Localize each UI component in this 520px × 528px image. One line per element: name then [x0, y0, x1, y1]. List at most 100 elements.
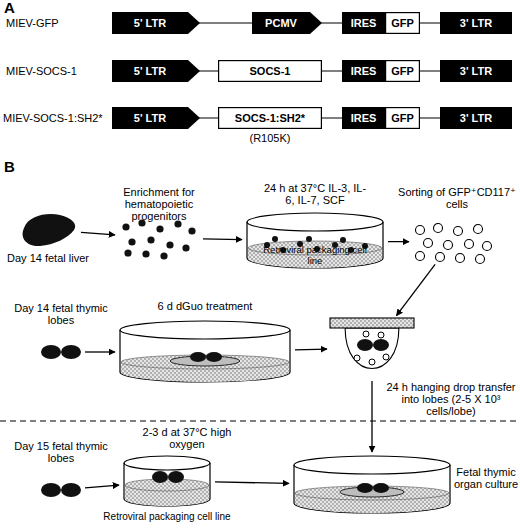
thymic-lobe	[168, 471, 184, 483]
node-caption: 6 d dGuo treatment	[150, 300, 260, 312]
cell-dot	[340, 237, 346, 243]
thymic-lobe	[206, 352, 222, 362]
culture-dish: 24 h at 37°C IL-3, IL-6, IL-7, SCFRetrov…	[245, 212, 385, 270]
sorted-cell	[416, 226, 425, 235]
progenitor-cell	[122, 223, 129, 230]
node-outline	[118, 218, 200, 258]
progenitor-cell	[166, 241, 173, 248]
node-outline	[118, 320, 292, 384]
flow-arrow	[203, 238, 242, 240]
ltr-element: 3' LTR	[440, 107, 512, 129]
hanging-drop: 24 h hanging drop transfer into lobes (2…	[330, 318, 414, 378]
sorted-cell	[378, 332, 384, 338]
element-name: 5' LTR	[112, 12, 188, 34]
sorted-cell	[476, 255, 485, 264]
node-outline	[122, 455, 212, 507]
cell-dot	[306, 236, 312, 242]
black-element	[440, 12, 512, 34]
node-caption: 2-3 d at 37°C high oxygen	[127, 426, 247, 450]
sorted-cells: Sorting of GFP⁺CD117⁺ cells	[412, 222, 492, 262]
progenitor-cell	[142, 250, 149, 257]
flow-arrow	[215, 482, 289, 483]
element-name: 5' LTR	[112, 107, 188, 129]
progenitor-cell	[182, 244, 189, 251]
arrow-element	[112, 107, 200, 129]
element-name: GFP	[385, 12, 420, 34]
ires-element: IRES	[342, 60, 385, 82]
liver-icon	[23, 214, 76, 246]
sorted-cell	[363, 331, 369, 337]
element-name: SOCS-1:SH2*	[218, 107, 322, 129]
element-name: SOCS-1	[218, 60, 322, 82]
arrow-element	[252, 12, 322, 34]
thymic-lobe	[357, 483, 373, 493]
sorted-cell	[444, 241, 453, 250]
sorted-cell	[474, 225, 483, 234]
dish-rim	[247, 213, 383, 231]
node-caption: Day 15 fetal thymic lobes	[8, 440, 114, 464]
sorted-cell	[424, 239, 433, 248]
construct-name: MIEV-GFP	[6, 16, 112, 30]
progenitor-cell	[128, 238, 135, 245]
ltr-element: 3' LTR	[440, 12, 512, 34]
node-caption: Day 14 fetal thymic lobes	[8, 302, 114, 326]
element-name: IRES	[342, 107, 385, 129]
construct-name: MIEV-SOCS-1:SH2*	[3, 111, 113, 125]
node-outline	[40, 342, 82, 362]
node-caption: 24 h at 37°C IL-3, IL-6, IL-7, SCF	[262, 182, 368, 206]
node-caption: Retroviral packaging cell line	[82, 511, 252, 522]
culture-dish: 6 d dGuo treatment	[118, 320, 292, 384]
node-outline	[330, 318, 414, 378]
white-element	[219, 108, 322, 129]
ires-element: IRES	[342, 12, 385, 34]
sorted-cell	[454, 227, 463, 236]
sorted-cell	[483, 242, 492, 251]
node-outline	[40, 480, 82, 500]
transduction-well: 2-3 d at 37°C high oxygenRetroviral pack…	[122, 455, 212, 507]
white-element	[219, 61, 322, 82]
thymic-lobe	[41, 345, 61, 359]
dish-rim	[120, 321, 290, 339]
black-element	[342, 107, 385, 129]
node-caption: 24 h hanging drop transfer into lobes (2…	[384, 381, 518, 417]
thymic-lobe	[373, 339, 389, 351]
progenitor-cell	[188, 227, 195, 234]
thymic-lobe	[152, 471, 168, 483]
flow-arrow	[295, 348, 327, 350]
progenitor-cell	[160, 252, 167, 259]
dish-rim	[294, 456, 450, 474]
node-caption: Day 14 fetal liver	[4, 252, 92, 264]
sorted-cell	[416, 252, 425, 261]
dashed-divider	[0, 420, 520, 421]
thymic-lobe	[373, 483, 389, 493]
element-name: GFP	[385, 60, 420, 82]
element-name: 5' LTR	[112, 60, 188, 82]
fetal-liver: Day 14 fetal liver	[18, 212, 78, 248]
sorted-cell	[456, 254, 465, 263]
sorted-cell	[465, 240, 474, 249]
element-name: PCMV	[252, 12, 310, 34]
ltr-element: 5' LTR	[112, 60, 200, 82]
ires-element: IRES	[342, 107, 385, 129]
node-outline	[412, 222, 492, 262]
white-element	[386, 108, 420, 129]
black-element	[342, 60, 385, 82]
thymic-lobe	[357, 339, 373, 351]
ltr-element: 3' LTR	[440, 60, 512, 82]
element-name: IRES	[342, 60, 385, 82]
sorted-cell	[383, 354, 389, 360]
element-name: IRES	[342, 12, 385, 34]
panel-letter: B	[4, 160, 28, 174]
white-element	[386, 61, 420, 82]
thymic-lobes: Day 15 fetal thymic lobes	[40, 480, 82, 500]
arrow-element	[112, 12, 200, 34]
sorted-cell	[369, 359, 375, 365]
element-name: 3' LTR	[440, 12, 512, 34]
gfp-element: GFP	[385, 12, 420, 34]
node-caption: Fetal thymic organ culture	[452, 466, 520, 490]
panel-letter: A	[4, 1, 28, 15]
black-element	[440, 60, 512, 82]
sorted-cell	[436, 253, 445, 262]
dish-body	[294, 465, 450, 513]
flow-arrow	[396, 264, 435, 315]
